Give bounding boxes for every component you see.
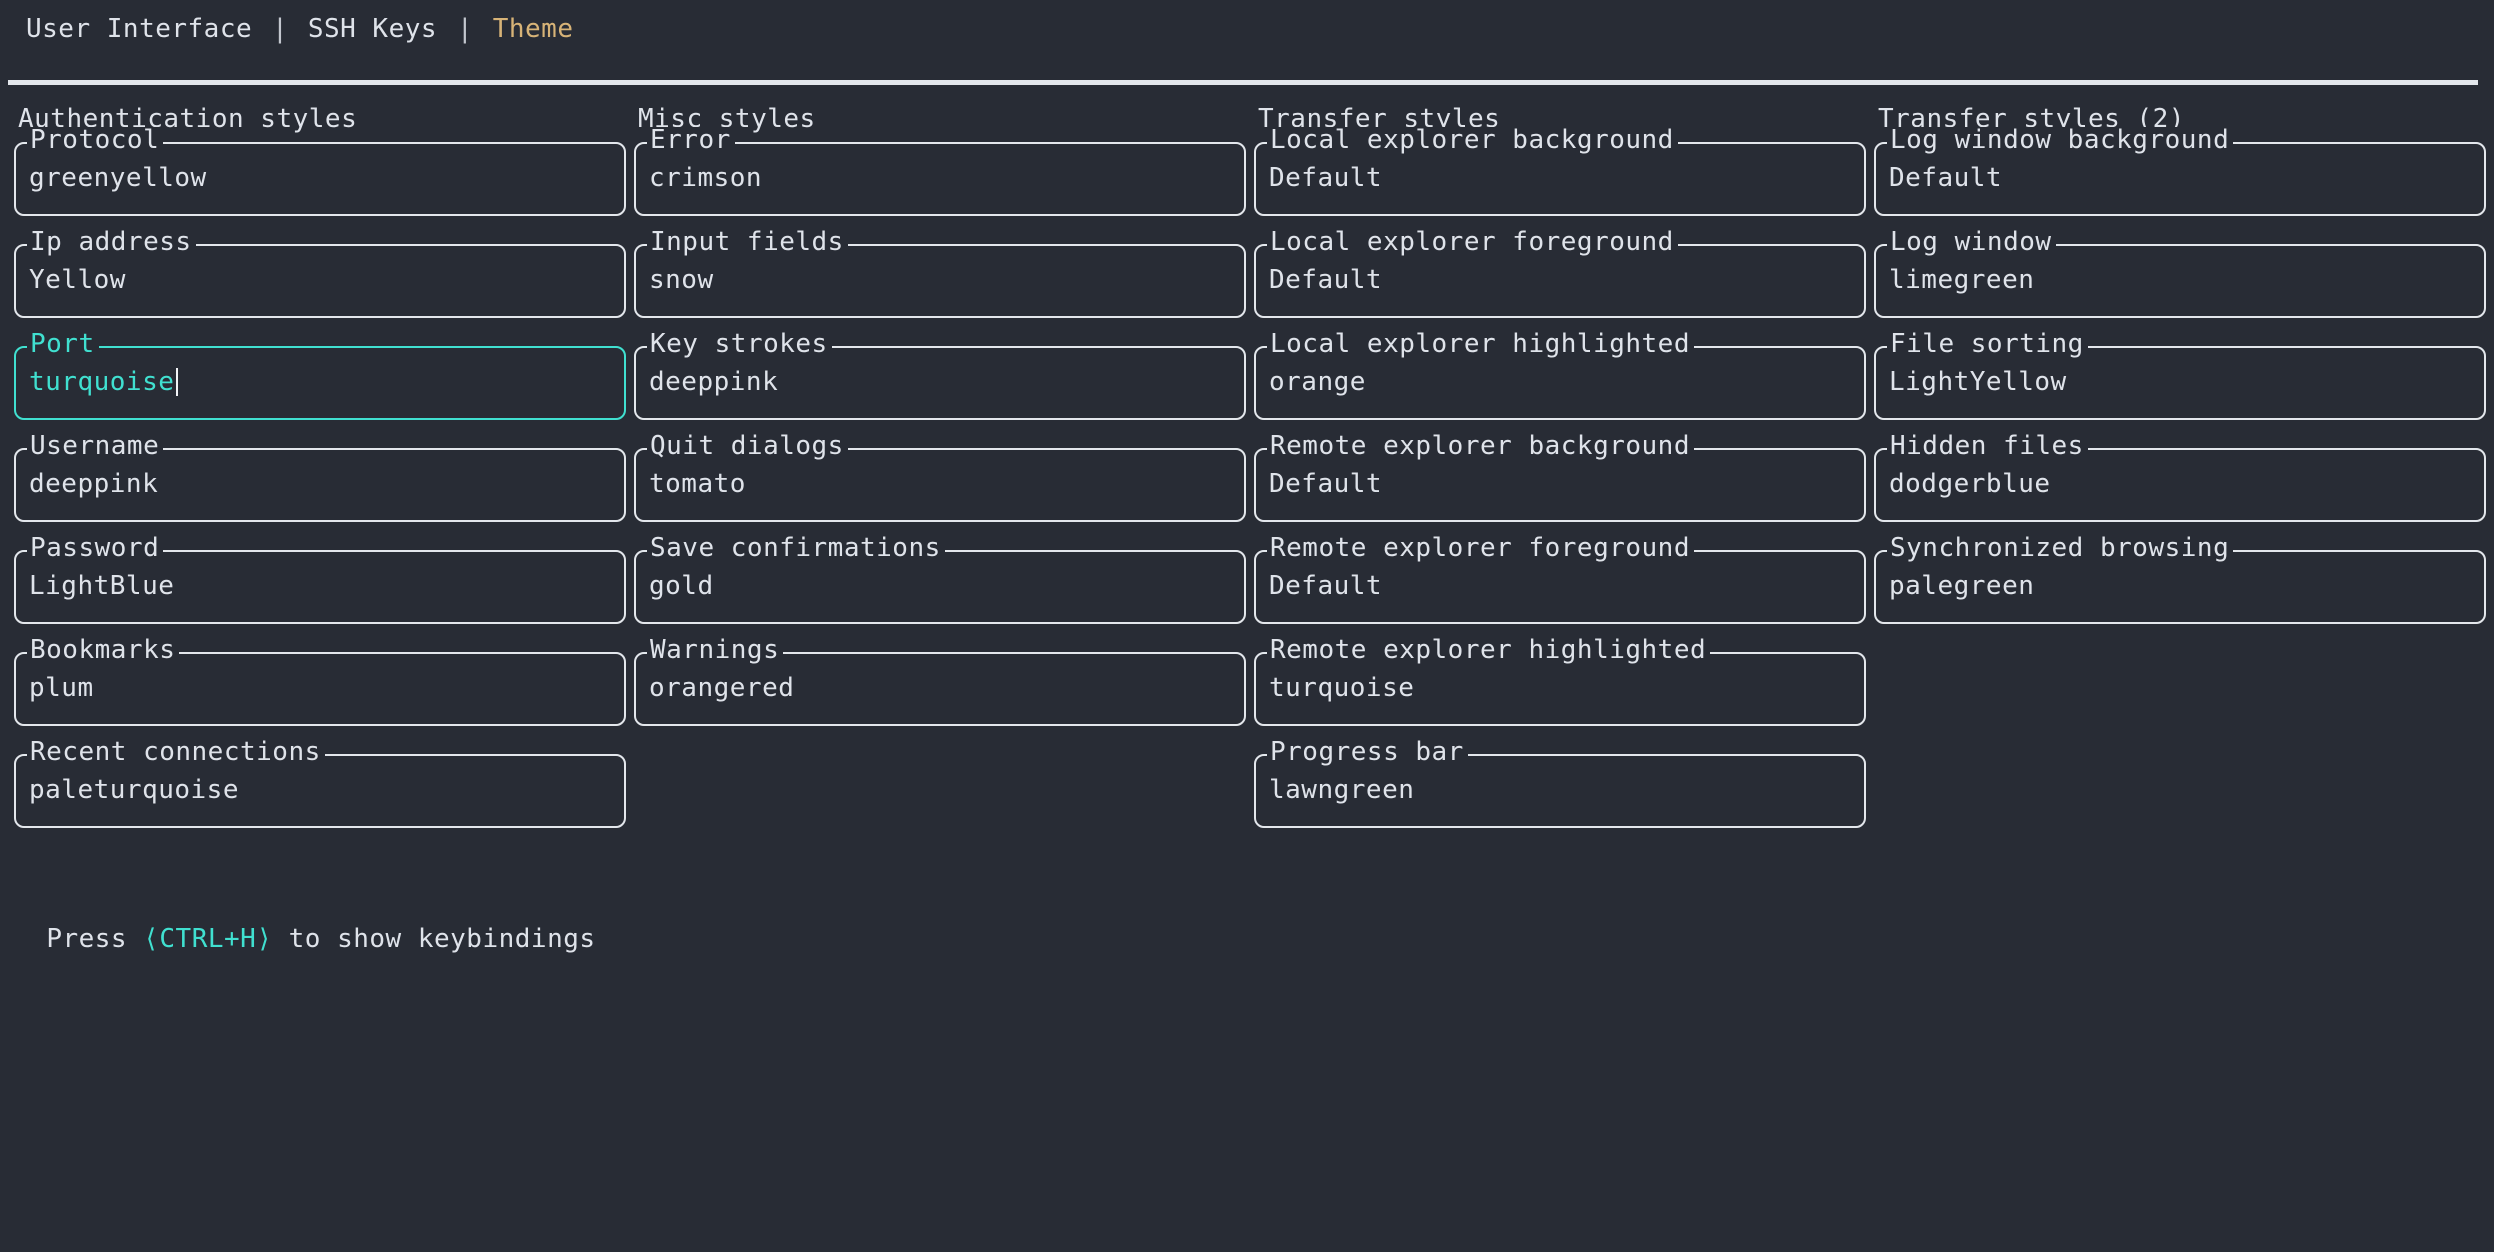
tab-separator: | (457, 13, 473, 44)
field-value[interactable]: lawngreen (1269, 774, 1415, 805)
field-label: Save confirmations (647, 534, 945, 561)
field-value[interactable]: dodgerblue (1889, 468, 2051, 499)
field-label: Local explorer background (1267, 126, 1678, 153)
field-label: Username (27, 432, 164, 459)
field-label: Port (27, 330, 99, 357)
field-value[interactable]: Yellow (29, 264, 126, 295)
field-label: Local explorer foreground (1267, 228, 1678, 255)
field-hidden-files[interactable]: Hidden files dodgerblue (1874, 432, 2486, 522)
field-value[interactable]: greenyellow (29, 162, 207, 193)
field-label: Error (647, 126, 735, 153)
field-value[interactable]: palegreen (1889, 570, 2035, 601)
field-label: Quit dialogs (647, 432, 848, 459)
field-value[interactable]: LightBlue (29, 570, 175, 601)
field-save-confirmations[interactable]: Save confirmations gold (634, 534, 1246, 624)
field-value[interactable]: limegreen (1889, 264, 2035, 295)
field-label: Hidden files (1887, 432, 2088, 459)
field-label: Warnings (647, 636, 784, 663)
footer-prefix: Press (46, 923, 144, 954)
field-label: Log window background (1887, 126, 2234, 153)
field-local-explorer-highlighted[interactable]: Local explorer highlighted orange (1254, 330, 1866, 420)
field-warnings[interactable]: Warnings orangered (634, 636, 1246, 726)
field-value[interactable]: orangered (649, 672, 795, 703)
tab-user-interface[interactable]: User Interface (26, 13, 253, 44)
field-label: Bookmarks (27, 636, 180, 663)
field-value[interactable]: Default (1269, 264, 1383, 295)
ctrl-h-key-hint: ⟨CTRL+H⟩ (143, 923, 273, 954)
field-log-window[interactable]: Log window limegreen (1874, 228, 2486, 318)
field-key-strokes[interactable]: Key strokes deeppink (634, 330, 1246, 420)
field-synchronized-browsing[interactable]: Synchronized browsing palegreen (1874, 534, 2486, 624)
field-value[interactable]: orange (1269, 366, 1366, 397)
field-value[interactable]: snow (649, 264, 714, 295)
field-remote-explorer-highlighted[interactable]: Remote explorer highlighted turquoise (1254, 636, 1866, 726)
field-label: Synchronized browsing (1887, 534, 2234, 561)
tab-theme[interactable]: Theme (492, 13, 574, 44)
field-value[interactable]: LightYellow (1889, 366, 2067, 397)
field-label: Protocol (27, 126, 164, 153)
field-label: Recent connections (27, 738, 325, 765)
tab-bar: User Interface | SSH Keys | Theme (0, 0, 2494, 58)
field-label: Password (27, 534, 164, 561)
field-recent-connections[interactable]: Recent connections paleturquoise (14, 738, 626, 828)
field-label: Progress bar (1267, 738, 1468, 765)
tab-separator: | (272, 13, 288, 44)
field-label: Ip address (27, 228, 196, 255)
field-value[interactable]: deeppink (29, 468, 159, 499)
field-value[interactable]: Default (1889, 162, 2003, 193)
field-error[interactable]: Error crimson (634, 126, 1246, 216)
column-title: Misc styles (638, 104, 816, 134)
column-transfer-styles-2: Transfer styles (2)Log window background… (1874, 103, 2494, 652)
field-value[interactable]: deeppink (649, 366, 779, 397)
field-value[interactable]: tomato (649, 468, 746, 499)
field-input-fields[interactable]: Input fields snow (634, 228, 1246, 318)
field-quit-dialogs[interactable]: Quit dialogs tomato (634, 432, 1246, 522)
field-progress-bar[interactable]: Progress bar lawngreen (1254, 738, 1866, 828)
field-value[interactable]: turquoise (1269, 672, 1415, 703)
field-label: File sorting (1887, 330, 2088, 357)
keybindings-hint: Press ⟨CTRL+H⟩ to show keybindings (14, 890, 596, 955)
field-value[interactable]: turquoise (29, 366, 175, 397)
field-bookmarks[interactable]: Bookmarks plum (14, 636, 626, 726)
field-username[interactable]: Username deeppink (14, 432, 626, 522)
field-value[interactable]: paleturquoise (29, 774, 239, 805)
field-label: Local explorer highlighted (1267, 330, 1694, 357)
field-value[interactable]: plum (29, 672, 94, 703)
field-value[interactable]: gold (649, 570, 714, 601)
tab-bar-underline (8, 80, 2478, 85)
field-label: Log window (1887, 228, 2056, 255)
field-value[interactable]: crimson (649, 162, 763, 193)
tab-ssh-keys[interactable]: SSH Keys (307, 13, 438, 44)
field-value[interactable]: Default (1269, 570, 1383, 601)
footer-suffix: to show keybindings (272, 923, 596, 954)
field-label: Input fields (647, 228, 848, 255)
field-label: Remote explorer highlighted (1267, 636, 1711, 663)
field-label: Remote explorer foreground (1267, 534, 1694, 561)
field-label: Key strokes (647, 330, 832, 357)
field-value[interactable]: Default (1269, 162, 1383, 193)
field-protocol[interactable]: Protocol greenyellow (14, 126, 626, 216)
field-port[interactable]: Port turquoise (14, 330, 626, 420)
field-value[interactable]: Default (1269, 468, 1383, 499)
field-label: Remote explorer background (1267, 432, 1694, 459)
text-cursor (176, 367, 179, 396)
